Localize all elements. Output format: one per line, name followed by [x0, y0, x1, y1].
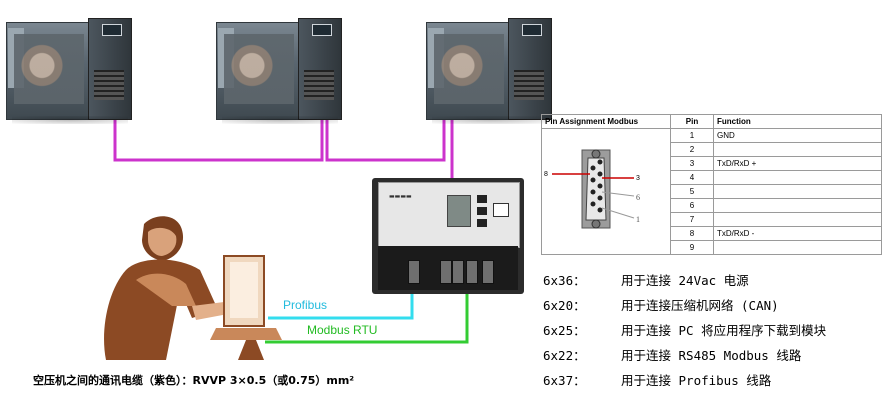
- pin-function: [713, 184, 882, 199]
- pin-number: 8: [670, 226, 714, 241]
- connection-desc: 用于连接 PC 将应用程序下载到模块: [621, 323, 827, 338]
- connection-code: 6x37：: [543, 373, 586, 388]
- modbus-rtu-label: Modbus RTU: [307, 323, 378, 337]
- pin-number: 3: [670, 156, 714, 171]
- pin-function: [713, 212, 882, 227]
- connection-code: 6x25：: [543, 323, 586, 338]
- operator-illustration: [104, 216, 282, 360]
- compressor-unit: [216, 14, 342, 124]
- connector-port: [408, 260, 420, 284]
- cable-caption: 空压机之间的通讯电缆（紫色）：RVVP 3×0.5（或0.75）mm²: [33, 374, 355, 387]
- header-pin-assignment: Pin Assignment Modbus: [541, 114, 671, 129]
- connection-desc: 用于连接 Profibus 线路: [621, 373, 772, 388]
- connection-code: 6x36：: [543, 273, 586, 288]
- header-pin: Pin: [670, 114, 714, 129]
- profibus-label: Profibus: [283, 298, 328, 312]
- compressor-unit: [6, 14, 132, 124]
- display-screen: [447, 195, 471, 227]
- modbus-cable: [265, 278, 469, 344]
- table-row: 9: [542, 240, 882, 255]
- header-function: Function: [713, 114, 882, 129]
- network-cable: [325, 98, 446, 162]
- connector-port: [452, 260, 464, 284]
- table-row: 1 GND: [541, 128, 882, 255]
- pin-assignment-table: Pin Assignment Modbus Pin Function 1 GND…: [541, 114, 882, 255]
- connector-port: [440, 260, 452, 284]
- connector-port: [466, 260, 478, 284]
- pin-function: TxD/RxD -: [713, 226, 882, 241]
- pin-number: 6: [670, 198, 714, 213]
- connection-code: 6x22：: [543, 348, 586, 363]
- pin-function: TxD/RxD +: [713, 156, 882, 171]
- controller-module: ▬▬▬▬: [372, 178, 524, 294]
- pin-function: GND: [713, 128, 882, 143]
- pin-function: [713, 170, 882, 185]
- pin-function: [713, 240, 882, 255]
- connection-code: 6x20：: [543, 298, 586, 313]
- network-cable: [113, 98, 324, 162]
- table-row: 6: [542, 198, 882, 213]
- pin-number: 9: [670, 240, 714, 255]
- pin-function: [713, 198, 882, 213]
- pin-function: [713, 142, 882, 157]
- pin-number: 2: [670, 142, 714, 157]
- pin-number: 7: [670, 212, 714, 227]
- connector-port: [482, 260, 494, 284]
- connection-desc: 用于连接 24Vac 电源: [621, 273, 749, 288]
- pin-number: 5: [670, 184, 714, 199]
- compressor-unit: [426, 14, 552, 124]
- table-header-row: Pin Assignment Modbus Pin Function: [541, 114, 882, 129]
- connection-desc: 用于连接 RS485 Modbus 线路: [621, 348, 802, 363]
- pin-number: 1: [670, 128, 714, 143]
- pin-number: 4: [670, 170, 714, 185]
- connection-desc: 用于连接压缩机网络 (CAN): [621, 298, 779, 313]
